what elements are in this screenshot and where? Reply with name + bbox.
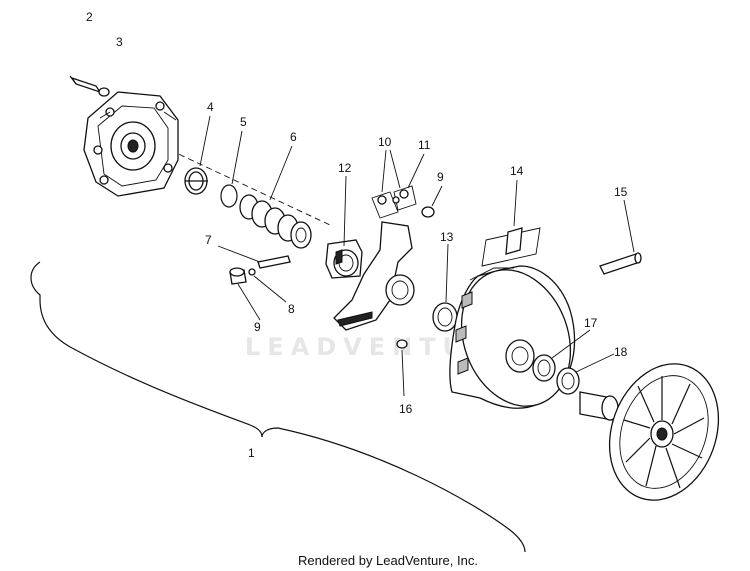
spider-ramp bbox=[325, 239, 363, 279]
bolt-part bbox=[69, 75, 110, 97]
callout-1: 1 bbox=[248, 446, 255, 460]
cover-housing bbox=[83, 91, 179, 197]
callout-6: 6 bbox=[290, 130, 297, 144]
shaft-pin bbox=[599, 252, 642, 275]
callout-3: 3 bbox=[116, 35, 123, 49]
roller-part bbox=[229, 267, 256, 285]
credit-line: Rendered by LeadVenture, Inc. bbox=[298, 553, 478, 568]
callout-8: 8 bbox=[288, 302, 295, 316]
callout-18: 18 bbox=[614, 345, 628, 359]
pin-part bbox=[257, 255, 291, 269]
snap-ring bbox=[220, 184, 238, 208]
hardware-set bbox=[371, 185, 417, 219]
callout-9-upper: 9 bbox=[437, 170, 444, 184]
small-nut bbox=[396, 339, 408, 349]
callout-labels: 1 2 3 4 5 6 7 8 9 9 10 11 12 13 14 15 16… bbox=[86, 10, 628, 460]
callout-17: 17 bbox=[584, 316, 598, 330]
bushing bbox=[432, 302, 458, 332]
leader-lines bbox=[199, 115, 635, 397]
roller-upper bbox=[421, 206, 435, 218]
callout-4: 4 bbox=[207, 100, 214, 114]
callout-10: 10 bbox=[378, 135, 392, 149]
bearing-ring bbox=[184, 167, 208, 195]
callout-13: 13 bbox=[440, 230, 454, 244]
weight-bracket bbox=[481, 227, 541, 267]
washer-ring bbox=[556, 367, 580, 395]
callout-7: 7 bbox=[205, 233, 212, 247]
callout-15: 15 bbox=[614, 185, 628, 199]
callout-16: 16 bbox=[399, 402, 413, 416]
callout-12: 12 bbox=[338, 161, 352, 175]
assembly-bracket bbox=[30, 261, 526, 553]
arm-bracket bbox=[333, 221, 415, 331]
callout-14: 14 bbox=[510, 164, 524, 178]
spring-coil bbox=[239, 194, 312, 249]
fixed-sheave bbox=[579, 363, 720, 501]
callout-11: 11 bbox=[418, 138, 431, 152]
moveable-sheave bbox=[449, 265, 576, 409]
callout-2: 2 bbox=[86, 10, 93, 24]
callout-5: 5 bbox=[240, 115, 247, 129]
callout-9-lower: 9 bbox=[254, 320, 261, 334]
bushing-ring bbox=[532, 354, 556, 382]
